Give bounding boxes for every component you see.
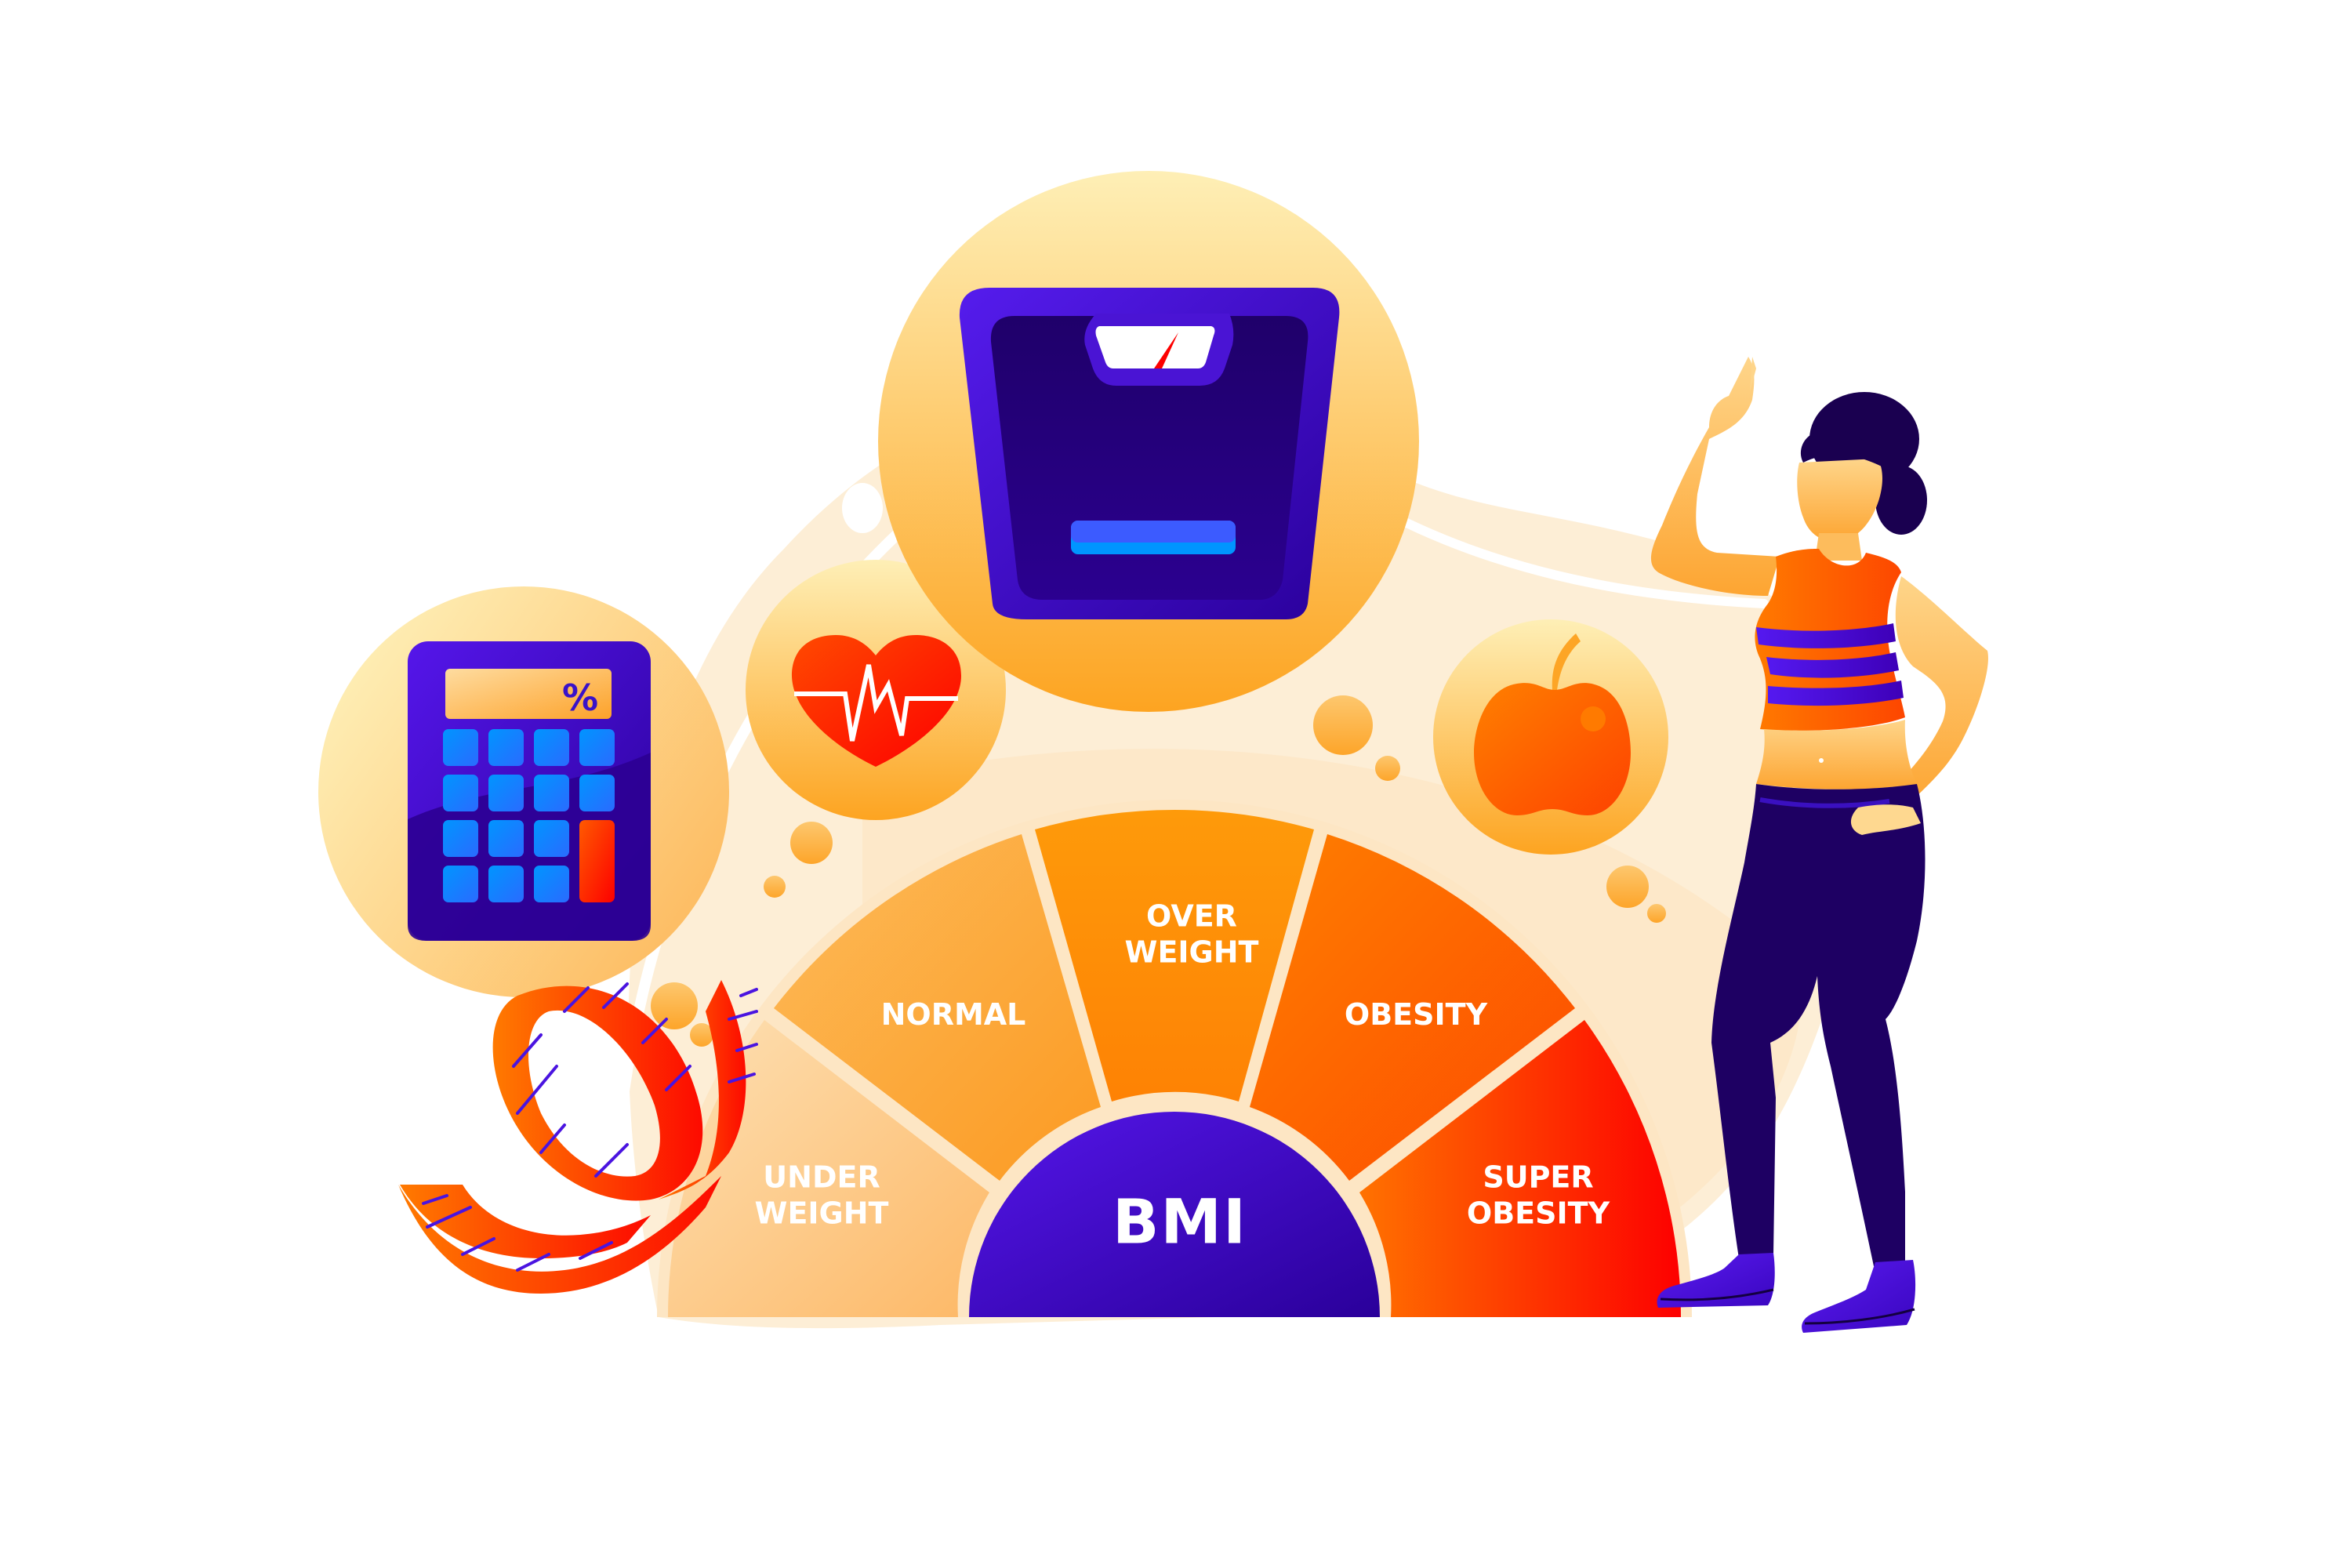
segment-super-obesity (1359, 1020, 1682, 1317)
apple-icon (1433, 619, 1668, 855)
segment-underweight (668, 1020, 989, 1317)
bmi-center-label: BMI (1112, 1187, 1248, 1258)
measuring-tape-icon (398, 980, 758, 1294)
label-underweight: UNDER WEIGHT (755, 1160, 889, 1232)
label-underweight-line2: WEIGHT (754, 1196, 889, 1231)
scale-icon (878, 171, 1419, 712)
label-normal-line1: NORMAL (880, 996, 1026, 1032)
bmi-center (969, 1112, 1380, 1317)
label-normal: NORMAL (881, 996, 1026, 1033)
label-super-obesity-line1: SUPER (1483, 1160, 1594, 1195)
heart-rate-icon (746, 560, 1006, 820)
woman-figure (1650, 357, 1988, 1333)
label-overweight-line2: WEIGHT (1124, 935, 1259, 970)
segment-normal (774, 834, 1101, 1181)
label-super-obesity: SUPER OBESITY (1467, 1160, 1610, 1232)
decorative-dots (651, 695, 1666, 1047)
label-super-obesity-line2: OBESITY (1466, 1196, 1610, 1231)
label-overweight-line1: OVER (1146, 898, 1237, 934)
calculator-display-percent: % (561, 677, 599, 719)
bmi-gauge (657, 800, 1692, 1317)
label-obesity: OBESITY (1345, 996, 1487, 1033)
label-underweight-line1: UNDER (763, 1160, 880, 1195)
segment-overweight (1035, 809, 1314, 1102)
segment-obesity (1250, 834, 1575, 1181)
label-overweight: OVER WEIGHT (1125, 898, 1259, 971)
calculator-icon (318, 586, 729, 997)
label-obesity-line1: OBESITY (1344, 996, 1488, 1032)
